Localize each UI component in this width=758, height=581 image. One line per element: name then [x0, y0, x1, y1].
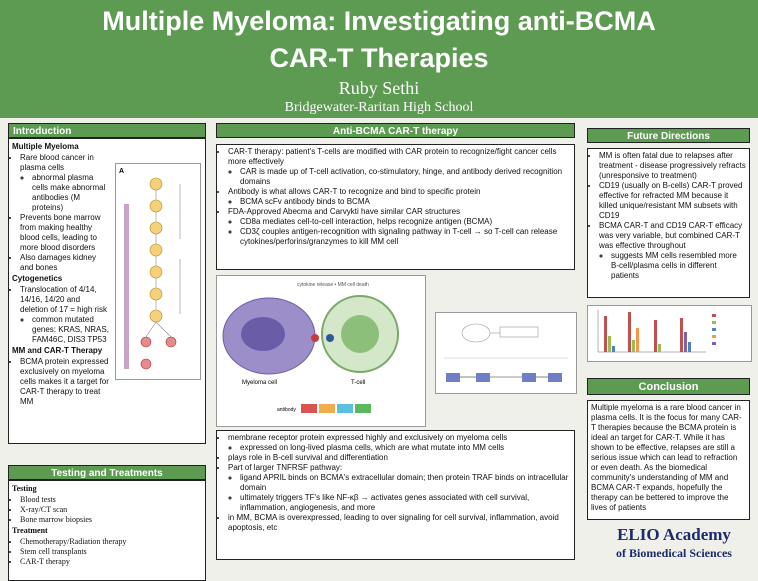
- list-item: Stem cell transplants: [20, 547, 202, 557]
- poster-title-line2: CAR-T Therapies: [269, 43, 489, 73]
- author: Ruby Sethi: [338, 78, 420, 98]
- bcma-box: membrane receptor protein expressed high…: [216, 430, 575, 560]
- list-item: abnormal plasma cells make abnormal anti…: [32, 173, 110, 213]
- list-item: ultimately triggers TF's like NF-κβ → ac…: [240, 493, 571, 513]
- efficacy-bar-image: [597, 310, 716, 353]
- poster-header: Multiple Myeloma: Investigating anti-BCM…: [0, 0, 758, 118]
- list-item: BCMA scFv antibody binds to BCMA: [240, 197, 571, 207]
- list-item: common mutated genes: KRAS, NRAS, FAM46C…: [32, 315, 110, 345]
- list-item: ligand APRIL binds on BCMA's extracellul…: [240, 473, 571, 493]
- list-item: CD8a mediates cell-to-cell interaction, …: [240, 217, 571, 227]
- logo-line1: ELIO Academy: [617, 525, 731, 544]
- list-item: Antibody is what allows CAR-T to recogni…: [228, 187, 571, 197]
- myeloma-cell-label: Myeloma cell: [242, 380, 277, 386]
- t-cell-label: T-cell: [351, 380, 365, 386]
- list-item: Chemotherapy/Radiation therapy: [20, 537, 202, 547]
- figure-top-label: cytokine release • MM cell death: [297, 282, 369, 288]
- list-item: CAR-T therapy: patient's T-cells are mod…: [228, 147, 571, 167]
- list-item: BCMA protein expressed exclusively on my…: [20, 357, 110, 407]
- right-column: Future Directions MM is often fatal due …: [587, 128, 752, 520]
- future-heading: Future Directions: [587, 128, 750, 143]
- list-item: plays role in B-cell survival and differ…: [228, 453, 571, 463]
- mm-subhead: Multiple Myeloma: [12, 142, 79, 151]
- differentiation-diagram: A: [119, 168, 181, 370]
- list-item: suggests MM cells resembled more B-cell/…: [611, 251, 746, 281]
- bcma-pathway-figure: [435, 312, 577, 394]
- conclusion-heading: Conclusion: [587, 378, 750, 395]
- introduction-heading: Introduction: [8, 123, 206, 138]
- list-item: CD3ζ couples antigen-recognition with si…: [240, 227, 571, 247]
- antibody-label: antibody: [277, 407, 296, 413]
- future-box: MM is often fatal due to relapses after …: [587, 148, 750, 298]
- list-item: Blood tests: [20, 495, 202, 505]
- list-item: CD19 (usually on B-cells) CAR-T proved e…: [599, 181, 746, 221]
- middle-column: Anti-BCMA CAR-T therapy CAR-T therapy: p…: [216, 123, 575, 270]
- anti-bcma-heading: Anti-BCMA CAR-T therapy: [216, 123, 575, 138]
- testing-box: Testing Blood tests X-ray/CT scan Bone m…: [8, 480, 206, 581]
- list-item: Prevents bone marrow from making healthy…: [20, 213, 110, 253]
- left-column: Introduction Multiple Myeloma Rare blood…: [8, 123, 206, 581]
- cart-subhead: MM and CAR-T Therapy: [12, 346, 103, 355]
- list-item: Bone marrow biopsies: [20, 515, 202, 525]
- list-item: MM is often fatal due to relapses after …: [599, 151, 746, 181]
- cyto-subhead: Cytogenetics: [12, 274, 63, 283]
- list-item: FDA-Approved Abecma and Carvykti have si…: [228, 207, 571, 217]
- figure-letter: A: [119, 168, 124, 175]
- poster-title-line1: Multiple Myeloma: Investigating anti-BCM…: [102, 6, 656, 36]
- list-item: Rare blood cancer in plasma cells: [20, 153, 110, 173]
- list-item: Translocation of 4/14, 14/16, 14/20 and …: [20, 285, 110, 315]
- list-item: Also damages kidney and bones: [20, 253, 110, 273]
- list-item: CAR is made up of T-cell activation, co-…: [240, 167, 571, 187]
- conclusion-box: Multiple myeloma is a rare blood cancer …: [587, 400, 750, 520]
- testing-heading: Testing and Treatments: [8, 465, 206, 480]
- logo-line2: of Biomedical Sciences: [616, 546, 732, 560]
- list-item: expressed on long-lived plasma cells, wh…: [240, 443, 571, 453]
- anti-bcma-box: CAR-T therapy: patient's T-cells are mod…: [216, 144, 575, 270]
- list-item: in MM, BCMA is overexpressed, leading to…: [228, 513, 571, 533]
- treatment-subhead: Treatment: [12, 526, 48, 535]
- cell-differentiation-figure: A: [115, 163, 201, 380]
- conclusion-text: Multiple myeloma is a rare blood cancer …: [591, 403, 742, 512]
- school: Bridgewater-Raritan High School: [284, 100, 474, 115]
- bcma-pathway-diagram: [444, 323, 568, 382]
- car-t-figure: cytokine release • MM cell death Myeloma…: [216, 275, 426, 427]
- introduction-box: Multiple Myeloma Rare blood cancer in pl…: [8, 138, 206, 444]
- elio-logo: ELIO Academy of Biomedical Sciences: [594, 525, 754, 561]
- list-item: BCMA CAR-T and CD19 CAR-T efficacy was v…: [599, 221, 746, 251]
- testing-subhead: Testing: [12, 484, 37, 493]
- list-item: Part of larger TNFRSF pathway:: [228, 463, 571, 473]
- car-t-diagram: cytokine release • MM cell death Myeloma…: [222, 282, 399, 413]
- list-item: CAR-T therapy: [20, 557, 202, 567]
- efficacy-figure: [587, 305, 752, 362]
- list-item: X-ray/CT scan: [20, 505, 202, 515]
- list-item: membrane receptor protein expressed high…: [228, 433, 571, 443]
